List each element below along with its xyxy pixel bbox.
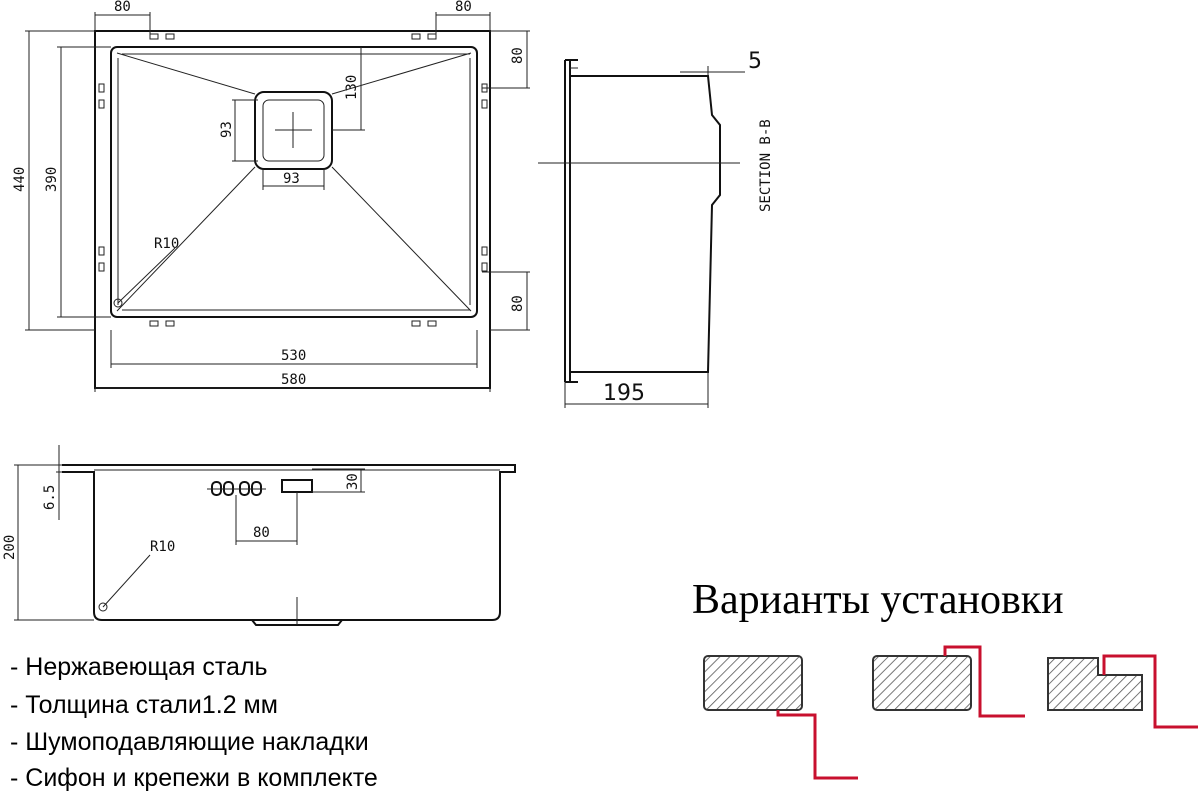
section-view: 5 195 SECTION B-B (538, 49, 774, 408)
radius-label-front: R10 (150, 539, 175, 555)
dim-93-horizontal: 93 (283, 171, 300, 187)
spec-item: - Нержавеющая сталь (10, 653, 268, 681)
dim-5: 5 (748, 49, 762, 74)
dim-93-vertical: 93 (219, 121, 235, 138)
dim-130: 130 (344, 75, 360, 100)
dim-80-front: 80 (253, 525, 270, 541)
dim-6-5: 6.5 (42, 485, 58, 510)
top-view: 80 80 80 80 130 93 93 440 390 530 580 R1… (12, 0, 530, 392)
front-view: 6.5 200 30 80 R10 (2, 445, 516, 626)
top-dimensions (25, 12, 530, 392)
dim-200: 200 (2, 535, 18, 560)
logo-stamp (281, 479, 313, 493)
slope-line (331, 166, 472, 312)
install-heading: Варианты установки (692, 577, 1064, 623)
slope-line (116, 52, 256, 95)
install-option-undermount (703, 655, 858, 780)
dim-195: 195 (603, 381, 645, 406)
radius-label-top: R10 (154, 236, 179, 252)
overflow-holes (207, 481, 266, 496)
slope-line (116, 166, 256, 312)
corner-radius-mark (113, 298, 123, 308)
install-option-flush (872, 645, 1025, 718)
spec-list: - Нержавеющая сталь - Толщина стали1.2 м… (10, 653, 378, 792)
drain-inner (262, 99, 325, 162)
sink-outer-rim (94, 30, 491, 389)
dim-80-right-bottom: 80 (510, 295, 526, 312)
dim-530: 530 (281, 348, 306, 364)
section-label: SECTION B-B (758, 119, 774, 212)
install-option-inset (1047, 654, 1198, 729)
dim-390: 390 (44, 167, 60, 192)
spec-item: - Толщина стали1.2 мм (10, 691, 278, 719)
sink-bowl (110, 46, 478, 318)
dim-580: 580 (281, 372, 306, 388)
spec-item: - Сифон и крепежи в комплекте (10, 764, 378, 792)
corner-radius-mark (98, 602, 108, 612)
dim-80-top-left: 80 (114, 0, 131, 15)
slope-line (331, 52, 472, 95)
dim-30: 30 (345, 473, 361, 490)
dim-80-top-right: 80 (455, 0, 472, 15)
dim-80-right-top: 80 (510, 47, 526, 64)
dim-440: 440 (12, 167, 28, 192)
spec-item: - Шумоподавляющие накладки (10, 728, 369, 756)
